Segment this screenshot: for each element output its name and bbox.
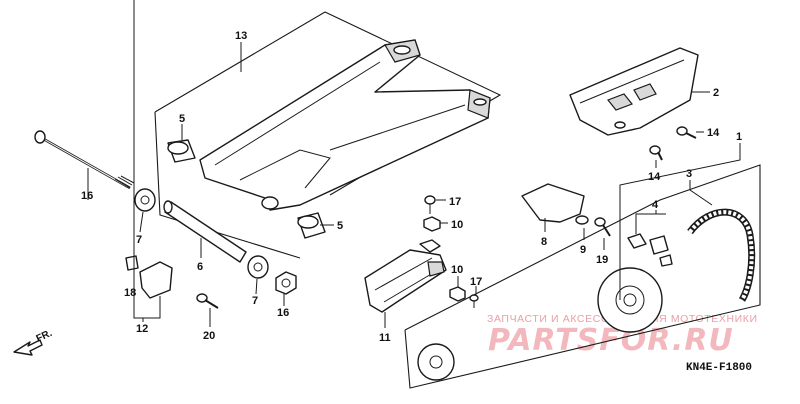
callout-6: 6	[197, 261, 203, 273]
callout-2: 2	[713, 87, 719, 99]
bolt-9	[575, 215, 589, 225]
callout-3: 3	[686, 168, 692, 180]
callout-16-nut: 16	[277, 307, 289, 319]
washer-right	[247, 255, 269, 279]
callout-7-right: 7	[252, 295, 258, 307]
pivot-sleeve	[163, 200, 247, 263]
chain-frame	[404, 164, 761, 389]
master-link-plate	[649, 235, 669, 255]
callout-17-lower: 17	[470, 276, 482, 288]
bolt-14-right	[676, 126, 697, 139]
pivot-nut	[275, 271, 297, 295]
callout-18: 18	[124, 287, 136, 299]
chain-guard	[569, 47, 699, 136]
callout-13: 13	[235, 30, 247, 42]
swingarm	[199, 39, 491, 211]
collar-upper	[167, 139, 196, 163]
washer-left	[134, 188, 156, 212]
callout-11: 11	[379, 332, 391, 344]
callout-5-lower: 5	[337, 220, 343, 232]
bolt-17-lower	[469, 294, 479, 308]
bolt-20	[196, 293, 219, 309]
chain-slider	[364, 249, 447, 313]
small-collar	[125, 255, 139, 271]
leader-lines	[87, 0, 741, 328]
collar-lower	[297, 212, 326, 239]
callout-numbers: 13 5 5 16 7 6 7 18 12 20 16 17 10 10 17 …	[81, 30, 742, 344]
callout-5-upper: 5	[179, 113, 185, 125]
callout-10-upper: 10	[451, 219, 463, 231]
bolt-19	[594, 217, 611, 237]
drive-chain	[687, 208, 756, 302]
rear-sprocket	[597, 267, 663, 333]
direction-label: FR.	[35, 328, 54, 345]
callout-12: 12	[136, 323, 148, 335]
callout-17-upper: 17	[449, 196, 461, 208]
callout-8: 8	[541, 236, 547, 248]
bolt-14-left	[649, 145, 663, 161]
callout-20: 20	[203, 330, 215, 342]
callout-10-lower: 10	[451, 264, 463, 276]
master-link-clip	[659, 254, 673, 267]
callout-7-left: 7	[136, 234, 142, 246]
front-direction-arrow: FR.	[13, 328, 54, 356]
diagram-code: KN4E-F1800	[686, 362, 752, 374]
callout-9: 9	[580, 244, 586, 256]
callout-4: 4	[652, 199, 659, 211]
callout-14-left: 14	[648, 171, 661, 183]
pivot-bolt	[34, 130, 135, 190]
small-spacer	[419, 239, 441, 253]
bracket	[521, 183, 585, 223]
nut-10-upper	[423, 216, 441, 232]
master-link	[627, 233, 647, 249]
clip	[139, 261, 173, 299]
callout-1: 1	[736, 131, 742, 143]
callout-14-right: 14	[707, 127, 720, 139]
bolt-17-upper	[424, 195, 436, 214]
callout-16-bolt: 16	[81, 190, 93, 202]
front-sprocket	[417, 343, 455, 381]
swingarm-frame-lower	[154, 111, 301, 259]
callout-19: 19	[596, 254, 608, 266]
nut-10-lower	[449, 286, 466, 302]
